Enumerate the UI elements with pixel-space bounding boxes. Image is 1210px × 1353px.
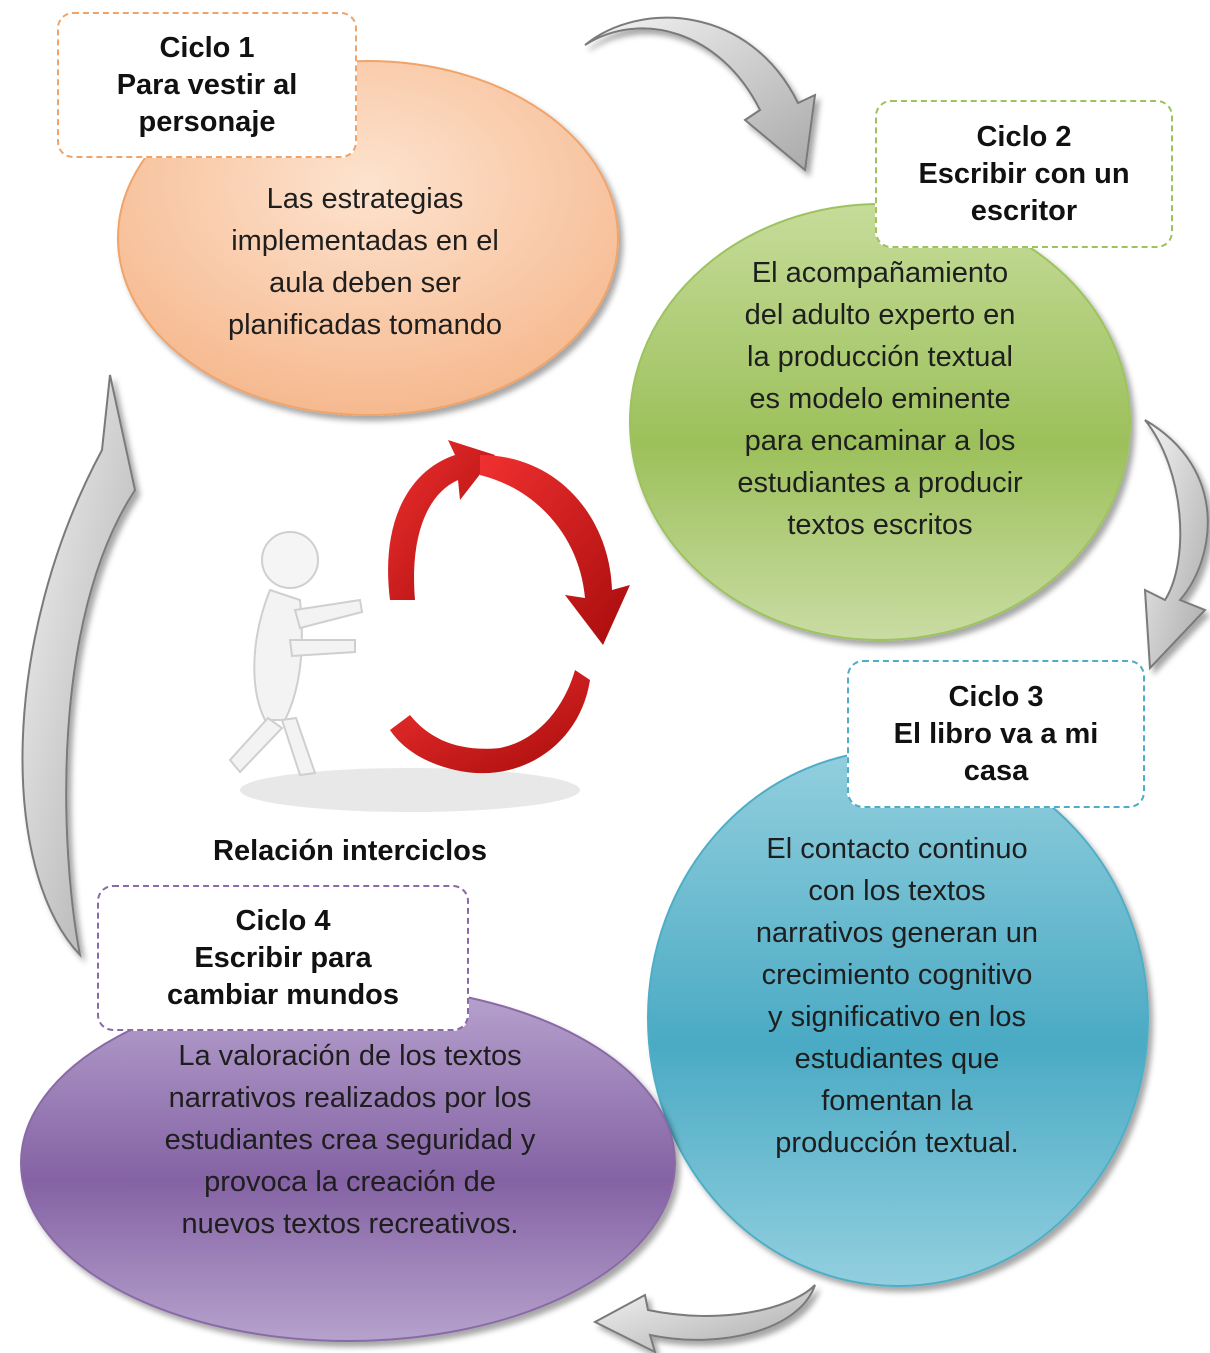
cycle3-title-line: casa [963, 754, 1029, 787]
cycle2-title-line: escritor [970, 194, 1078, 227]
arrow-cycle4-to-cycle1 [21, 374, 137, 959]
cycle1-body-line: implementadas en el [231, 225, 499, 257]
cycle3-body-line: narrativos generan un [755, 917, 1039, 949]
cycle4-body-line: nuevos textos recreativos. [181, 1208, 519, 1240]
cycle2-title-line: Ciclo 2 [976, 120, 1072, 153]
arrow-cycle3-to-cycle4 [592, 1284, 816, 1353]
cycle1-body: Las estrategias implementadas en el aula… [195, 178, 535, 348]
cycle3-body-line: estudiantes que [794, 1043, 1000, 1075]
cycle2-body-line: textos escritos [787, 509, 973, 541]
cycle2-body-line: la producción textual [747, 341, 1013, 373]
cycle1-title-line: personaje [138, 105, 276, 138]
center-illustration [228, 440, 630, 812]
cycle3-body-line: producción textual. [775, 1127, 1019, 1159]
cycle1-body-line: Las estrategias [266, 183, 464, 215]
cycle1-body-line: aula deben ser [269, 267, 461, 299]
cycle2-body-line: para encaminar a los [744, 425, 1016, 457]
cycle1-title-line: Ciclo 1 [159, 31, 255, 64]
cycle2-body-line: del adulto experto en [744, 299, 1016, 331]
cycle3-body: El contacto continuo con los textos narr… [712, 828, 1082, 1173]
cycle4-body: La valoración de los textos narrativos r… [120, 1035, 580, 1250]
cycle3-body-line: con los textos [808, 875, 986, 907]
cycle2-body: El acompañamiento del adulto experto en … [690, 252, 1070, 552]
cycle3-body-line: crecimiento cognitivo [761, 959, 1033, 991]
cycle3-body-line: El contacto continuo [766, 833, 1028, 865]
cycle4-body-line: narrativos realizados por los [168, 1082, 532, 1114]
cycle4-title-line: Ciclo 4 [235, 904, 331, 937]
cycle4-body-line: provoca la creación de [204, 1166, 496, 1198]
cycle4-title-line: Escribir para [194, 941, 372, 974]
cycle1-title-box: Ciclo 1 Para vestir al personaje [57, 12, 357, 158]
cycle3-title-box: Ciclo 3 El libro va a mi casa [847, 660, 1145, 808]
cycle2-body-line: es modelo eminente [749, 383, 1011, 415]
cycle3-title-line: El libro va a mi [893, 717, 1099, 750]
center-label: Relación interciclos [213, 835, 487, 867]
cycle2-title-box: Ciclo 2 Escribir con un escritor [875, 100, 1173, 248]
arrow-cycle1-to-cycle2 [584, 16, 817, 172]
cycle1-body-line: planificadas tomando [227, 309, 503, 341]
cycle4-body-line: estudiantes crea seguridad y [164, 1124, 536, 1156]
cycle2-title-line: Escribir con un [918, 157, 1130, 190]
cycle3-body-line: y significativo en los [768, 1001, 1026, 1033]
cycle2-body-line: El acompañamiento [751, 257, 1009, 289]
cycle3-body-line: fomentan la [821, 1085, 973, 1117]
arrow-cycle2-to-cycle3 [1143, 419, 1209, 671]
cycle4-body-line: La valoración de los textos [178, 1040, 522, 1072]
cycle2-body-line: estudiantes a producir [737, 467, 1023, 499]
cycle4-title-line: cambiar mundos [166, 978, 400, 1011]
cycle3-title-line: Ciclo 3 [948, 680, 1044, 713]
cycle1-title-line: Para vestir al [116, 68, 298, 101]
cycle4-title-box: Ciclo 4 Escribir para cambiar mundos [97, 885, 469, 1031]
